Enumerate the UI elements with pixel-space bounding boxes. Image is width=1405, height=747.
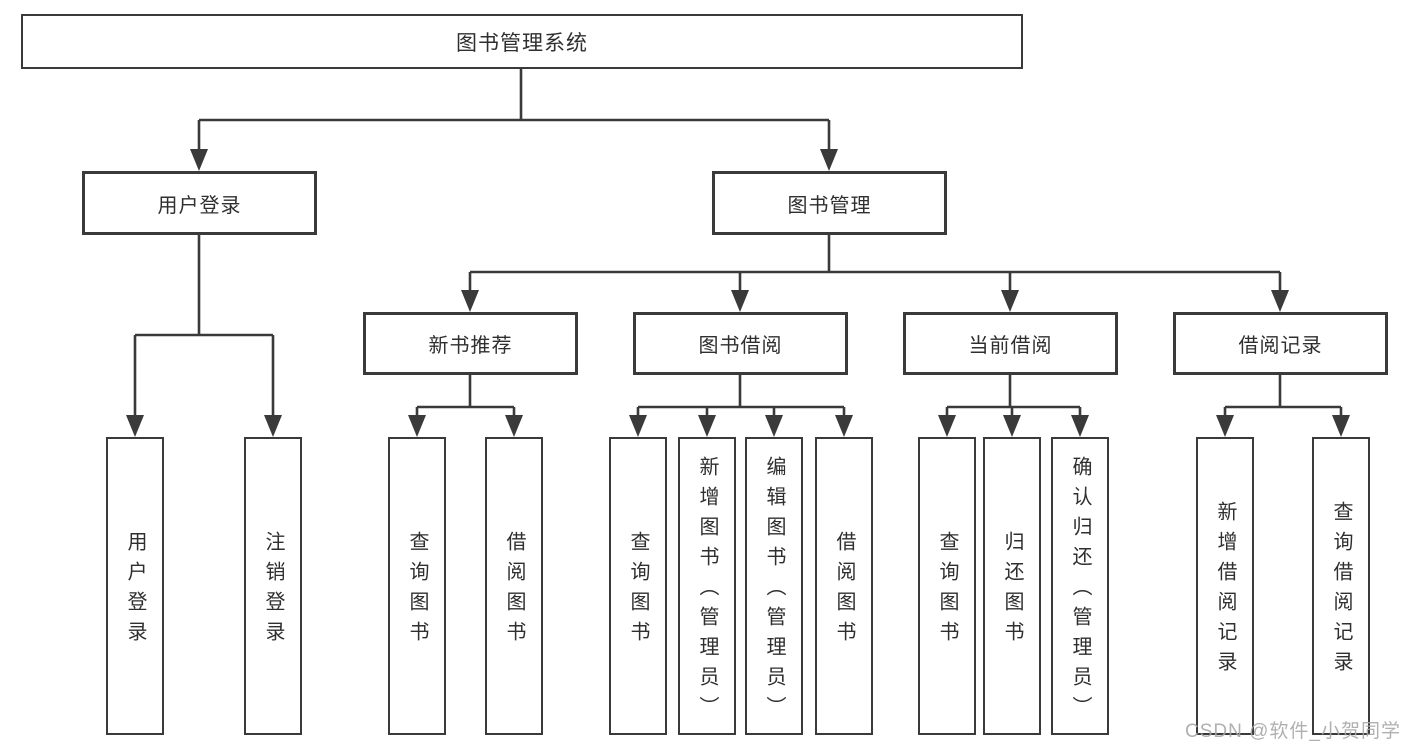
connector-book-borrowing-to-leaves	[629, 375, 853, 437]
connector-root-to-level2	[190, 69, 838, 171]
node-label: 新书推荐	[428, 335, 513, 357]
node-label: 注销登录	[262, 531, 284, 651]
node-label: 图书管理系统	[456, 31, 588, 55]
node-label: 图书管理	[787, 194, 872, 217]
node-label: 图书借阅	[698, 335, 783, 357]
leaf-add-borrow-record: 新增借阅记录	[1196, 437, 1254, 735]
leaf-borrow-books-recommend: 借阅图书	[485, 437, 543, 735]
leaf-add-books-admin: 新增图书（管理员）	[678, 437, 736, 735]
connector-user-login-to-leaves	[126, 234, 282, 437]
leaf-query-books-current: 查询图书	[918, 437, 976, 735]
node-borrowing-records: 借阅记录	[1173, 312, 1388, 375]
node-label: 用户登录	[157, 194, 242, 217]
node-label: 借阅记录	[1238, 335, 1323, 357]
node-label: 确认归还（管理员）	[1069, 456, 1091, 726]
leaf-logout: 注销登录	[244, 437, 302, 735]
leaf-return-books: 归还图书	[983, 437, 1041, 735]
leaf-query-books-borrowing: 查询图书	[609, 437, 667, 735]
leaf-query-borrow-record: 查询借阅记录	[1312, 437, 1370, 735]
node-new-book-recommend: 新书推荐	[363, 312, 578, 375]
leaf-edit-books-admin: 编辑图书（管理员）	[745, 437, 803, 735]
leaf-query-books-recommend: 查询图书	[388, 437, 446, 735]
connector-borrowing-records-to-leaves	[1216, 375, 1350, 437]
node-label: 归还图书	[1001, 531, 1023, 651]
node-label: 借阅图书	[833, 531, 855, 651]
node-label: 查询图书	[936, 531, 958, 651]
node-label: 新增借阅记录	[1214, 501, 1236, 681]
leaf-confirm-return-admin: 确认归还（管理员）	[1051, 437, 1109, 735]
node-label: 查询借阅记录	[1330, 501, 1352, 681]
node-label: 编辑图书（管理员）	[763, 456, 785, 726]
node-label: 用户登录	[124, 531, 146, 651]
node-user-login: 用户登录	[82, 171, 317, 235]
node-library-management-system: 图书管理系统	[21, 14, 1023, 69]
node-current-borrowing: 当前借阅	[903, 312, 1118, 375]
node-label: 新增图书（管理员）	[696, 456, 718, 726]
leaf-borrow-books-borrowing: 借阅图书	[815, 437, 873, 735]
connector-current-borrowing-to-leaves	[938, 375, 1089, 437]
node-book-borrowing: 图书借阅	[633, 312, 848, 375]
watermark: CSDN @软件_小贺同学	[1185, 721, 1401, 742]
node-label: 查询图书	[627, 531, 649, 651]
connector-new-book-recommend-to-leaves	[408, 375, 523, 437]
node-book-management: 图书管理	[712, 171, 947, 235]
node-label: 当前借阅	[968, 335, 1053, 357]
node-label: 查询图书	[406, 531, 428, 651]
connector-book-management-to-level3	[461, 234, 1289, 312]
leaf-user-login: 用户登录	[106, 437, 164, 735]
node-label: 借阅图书	[503, 531, 525, 651]
